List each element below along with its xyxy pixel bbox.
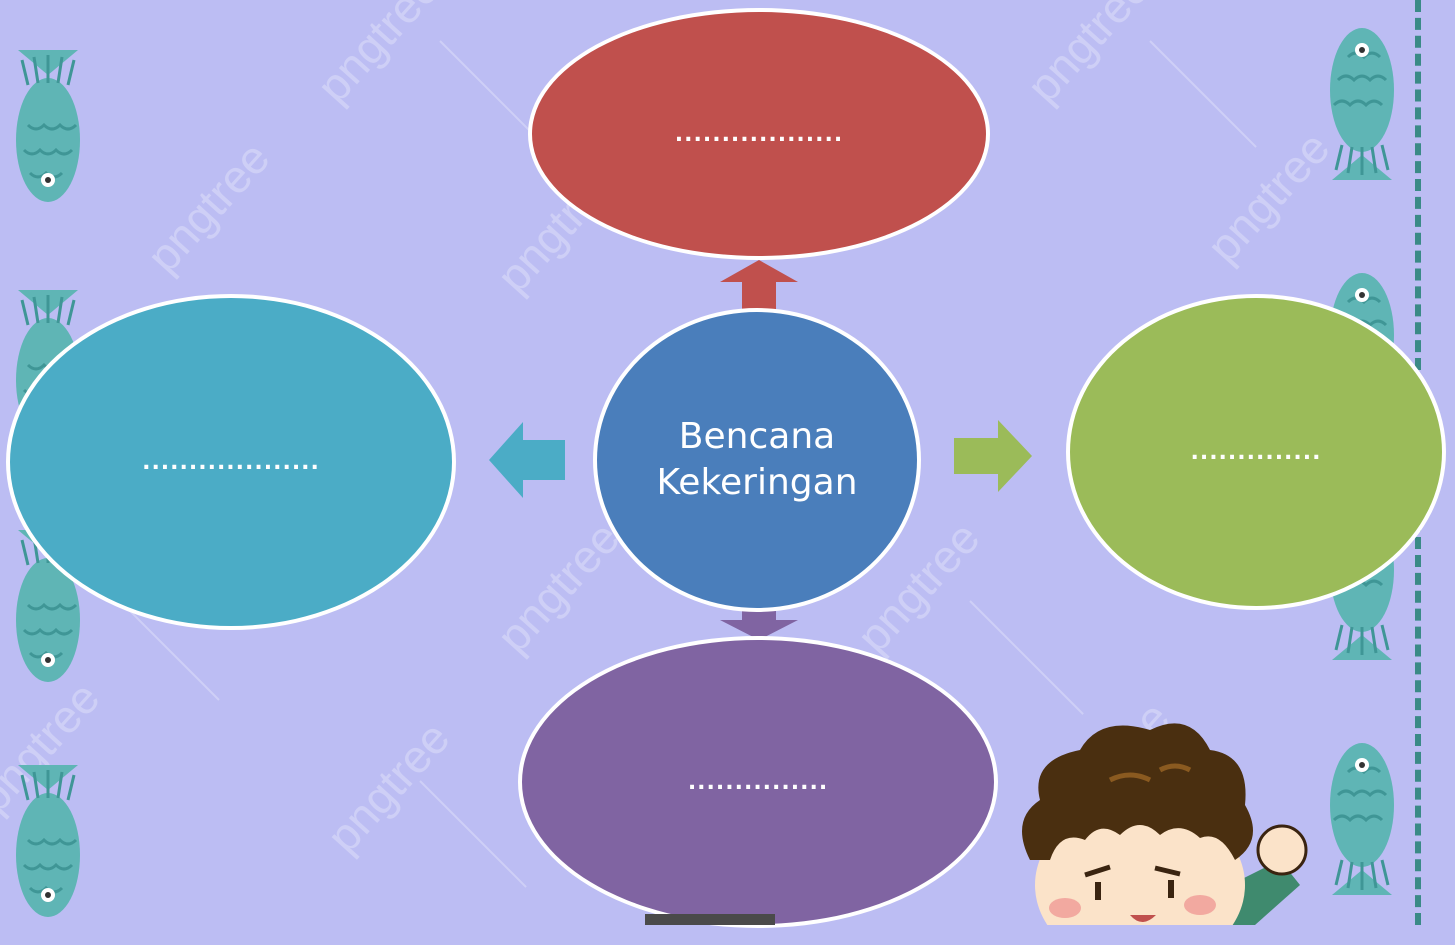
arrow-down-icon (720, 596, 798, 640)
watermark-line (1149, 40, 1257, 148)
arrow-right-icon (954, 420, 1032, 492)
arrow-left-icon (489, 422, 565, 498)
watermark-text: pngtree (136, 131, 280, 283)
boy-character-icon (1022, 723, 1308, 925)
fish-icon (1328, 741, 1396, 897)
center-node: Bencana Kekeringan (593, 308, 921, 612)
bottom-node-label: ............... (687, 769, 829, 795)
right-node: .............. (1066, 294, 1446, 610)
right-node-label: .............. (1190, 439, 1322, 465)
watermark-text: pngtree (486, 511, 630, 663)
watermark-text: pngtree (306, 0, 450, 113)
arrow-up-icon (720, 260, 798, 318)
fish-icon (14, 48, 82, 204)
fish-icon (14, 763, 82, 919)
character-body-fragment (645, 914, 775, 925)
watermark-text: pngtree (316, 711, 460, 863)
left-node: ................... (6, 294, 456, 630)
watermark-text: pngtree (1016, 0, 1160, 113)
left-node-label: ................... (142, 449, 320, 475)
top-node: .................. (528, 8, 990, 260)
center-node-label-line2: Kekeringan (656, 462, 858, 503)
watermark-text: pngtree (1196, 121, 1340, 273)
bottom-node: ............... (518, 636, 998, 928)
fish-icon (1328, 26, 1396, 182)
watermark-line (419, 780, 527, 888)
top-node-label: .................. (674, 121, 844, 147)
center-node-label-line1: Bencana (678, 416, 836, 457)
watermark-line (969, 600, 1084, 715)
